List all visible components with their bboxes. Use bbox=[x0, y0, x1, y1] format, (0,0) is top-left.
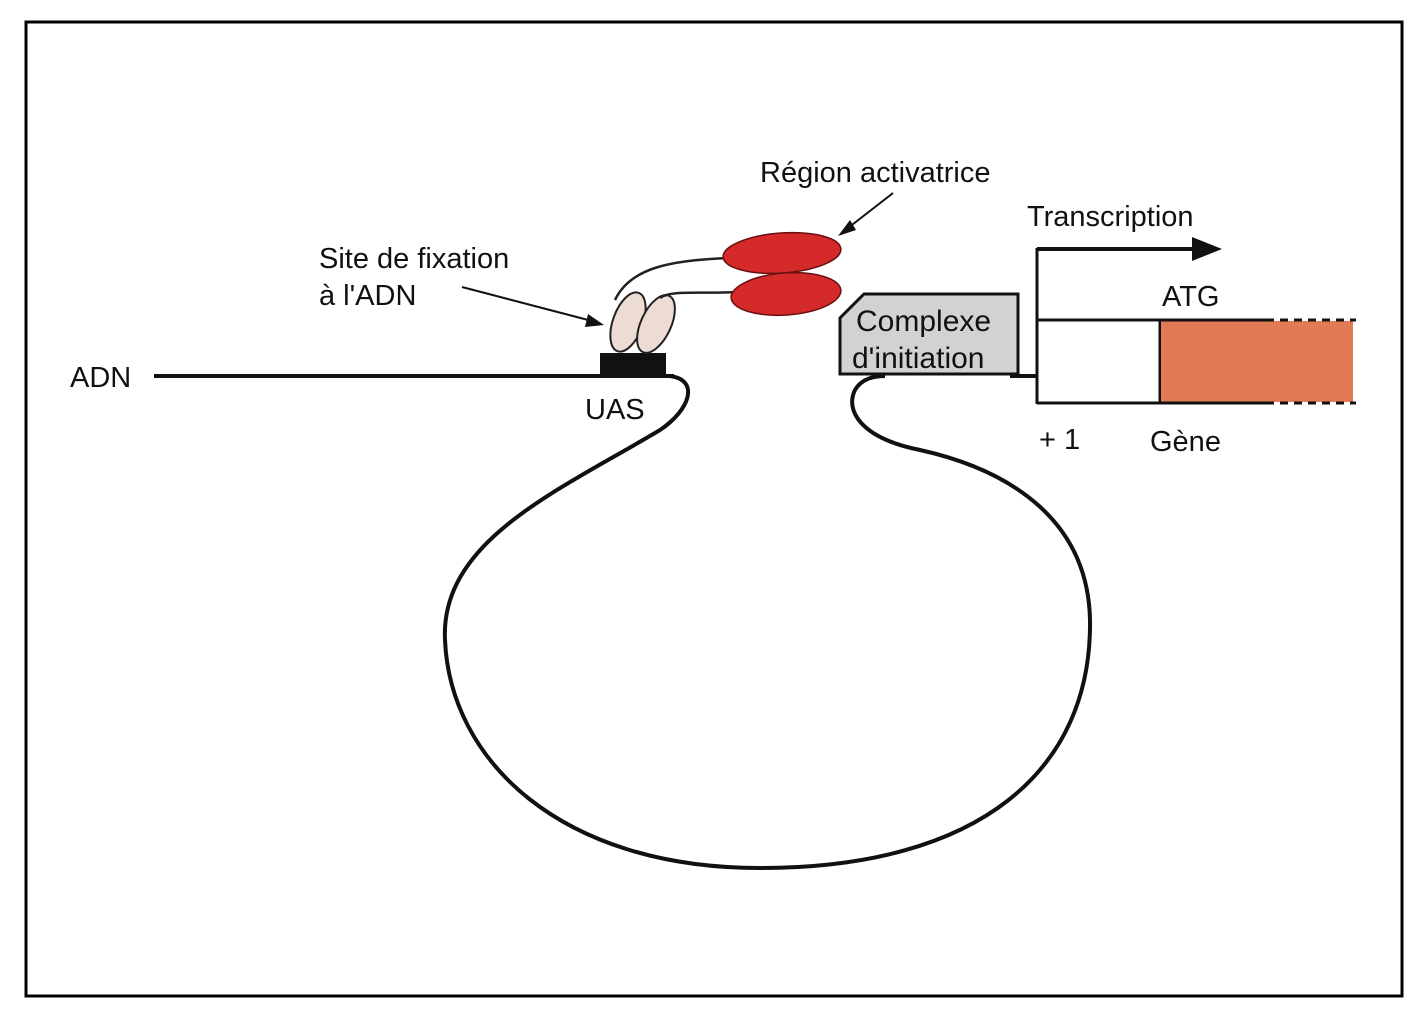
activating-region-arrowhead bbox=[838, 220, 856, 236]
figure-frame bbox=[24, 20, 1404, 998]
gene-label: Gène bbox=[1150, 426, 1221, 458]
dna-label: ADN bbox=[70, 362, 131, 394]
initiation-complex-box bbox=[838, 292, 1020, 376]
activating-region-pointer-line bbox=[847, 192, 894, 229]
atg-label: ATG bbox=[1162, 281, 1219, 313]
binding-site-label-line1: Site de fixation bbox=[319, 243, 509, 275]
binding-site-label-line2: à l'ADN bbox=[319, 280, 416, 312]
activation-domain-upper bbox=[722, 231, 842, 275]
activation-domain-lower bbox=[730, 271, 842, 317]
linker-lower bbox=[659, 290, 741, 300]
plus-one-label: + 1 bbox=[1039, 424, 1080, 456]
activating-region-label: Région activatrice bbox=[760, 157, 991, 189]
binding-domain-right bbox=[636, 294, 676, 354]
binding-site-arrowhead bbox=[585, 314, 604, 327]
linker-upper bbox=[613, 256, 731, 301]
transcription-arrowhead bbox=[1192, 237, 1222, 261]
uas-label: UAS bbox=[585, 394, 645, 426]
initiation-complex-label-line2: d'initiation bbox=[852, 342, 984, 375]
transcription-label: Transcription bbox=[1027, 201, 1194, 233]
binding-site-pointer-line bbox=[461, 286, 593, 322]
uas-box bbox=[600, 353, 666, 375]
gene-coding-region bbox=[1161, 321, 1353, 402]
dna-loop bbox=[442, 374, 1093, 871]
initiation-complex-label-line1: Complexe bbox=[856, 305, 991, 338]
